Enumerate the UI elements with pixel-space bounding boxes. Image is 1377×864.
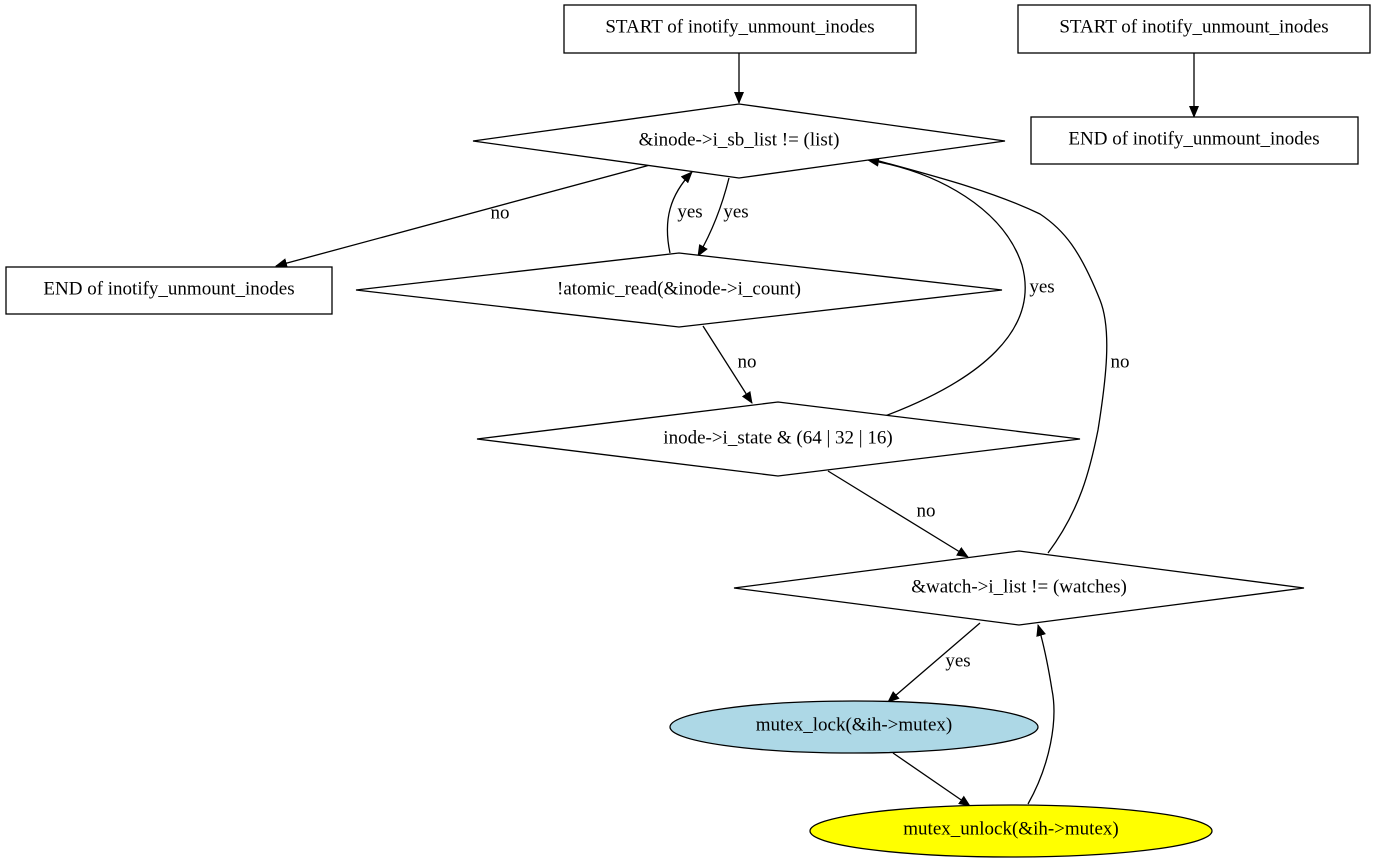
svg-text:&inode->i_sb_list != (list): &inode->i_sb_list != (list) [639,129,840,150]
edge-label-no: no [1111,351,1130,372]
edge-sb-list-to-end: no [275,164,651,268]
edge-mutex-lock-to-mutex-unlock [892,752,971,807]
mutex-unlock-node: mutex_unlock(&ih->mutex) [809,804,1213,858]
mutex-lock-node: mutex_lock(&ih->mutex) [669,700,1039,754]
svg-text:inode->i_state & (64 | 32 | 16: inode->i_state & (64 | 32 | 16) [663,427,892,448]
start-node-secondary: START of inotify_unmount_inodes [1017,4,1371,54]
svg-text:START of inotify_unmount_inode: START of inotify_unmount_inodes [605,16,874,37]
decision-inode-state: inode->i_state & (64 | 32 | 16) [476,401,1081,477]
edge-sb-list-to-atomic: yes [697,177,749,257]
decision-atomic-read: !atomic_read(&inode->i_count) [355,252,1003,328]
edge-label-yes: yes [723,201,748,222]
edge-label-yes: yes [1029,276,1054,297]
edge-atomic-to-sb-list: yes [666,171,703,254]
edge-label-no: no [738,351,757,372]
edge-label-yes: yes [677,201,702,222]
edge-label-yes: yes [945,650,970,671]
decision-watch-list: &watch->i_list != (watches) [733,550,1305,626]
end-node-secondary: END of inotify_unmount_inodes [1030,116,1359,165]
svg-text:!atomic_read(&inode->i_count): !atomic_read(&inode->i_count) [557,278,801,299]
edge-watch-list-to-sb-list: no [867,156,1130,554]
edge-mutex-unlock-to-watch-list [1027,624,1055,805]
svg-text:START of inotify_unmount_inode: START of inotify_unmount_inodes [1059,16,1328,37]
svg-text:mutex_lock(&ih->mutex): mutex_lock(&ih->mutex) [756,714,952,735]
edge-state-to-sb-list: yes [867,156,1055,417]
svg-text:mutex_unlock(&ih->mutex): mutex_unlock(&ih->mutex) [903,818,1118,839]
edge-state-to-watch-list: no [827,470,969,558]
svg-text:END of inotify_unmount_inodes: END of inotify_unmount_inodes [43,278,294,299]
edge-atomic-to-state: no [702,325,757,404]
svg-text:&watch->i_list != (watches): &watch->i_list != (watches) [911,576,1127,597]
svg-text:END of inotify_unmount_inodes: END of inotify_unmount_inodes [1068,128,1319,149]
start-node: START of inotify_unmount_inodes [563,4,917,54]
end-node: END of inotify_unmount_inodes [5,266,333,315]
edge-label-no: no [917,500,936,521]
decision-sb-list: &inode->i_sb_list != (list) [472,103,1006,179]
edge-label-no: no [491,202,510,223]
edge-watch-list-to-mutex-lock: yes [887,622,981,703]
